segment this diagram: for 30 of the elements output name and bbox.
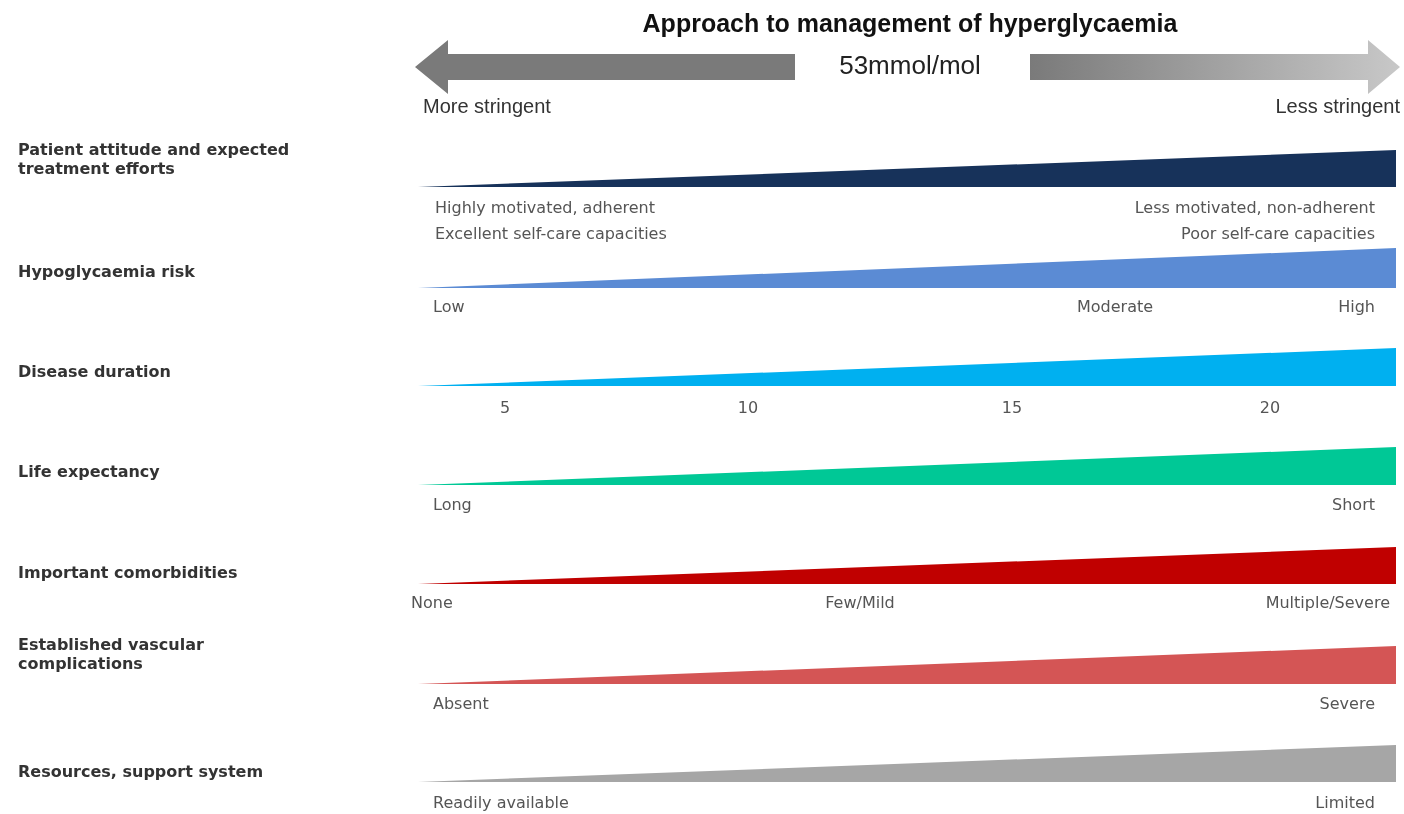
row-title: Disease duration <box>18 362 172 382</box>
scale-label: Highly motivated, adherent <box>435 198 655 218</box>
scale-label: Severe <box>1319 694 1375 714</box>
scale-label: Long <box>433 495 472 515</box>
scale-label: 10 <box>737 398 759 418</box>
row-title: Established vascular complications <box>18 635 205 674</box>
scale-label: Absent <box>433 694 489 714</box>
scale-label: Multiple/Severe <box>1265 593 1390 613</box>
row-title: Patient attitude and expected treatment efforts <box>18 140 291 179</box>
row-title: Resources, support system <box>18 762 265 782</box>
scale-label: Low <box>433 297 465 317</box>
scale-label: Limited <box>1315 793 1375 813</box>
scale-label: Readily available <box>433 793 569 813</box>
chart-title: Approach to management of hyperglycaemia <box>642 8 1178 38</box>
scale-label: Less motivated, non-adherent <box>1134 198 1375 218</box>
row-title: Hypoglycaemia risk <box>18 262 196 282</box>
scale-label: Excellent self-care capacities <box>435 224 667 244</box>
direction-label: Less stringent <box>1275 94 1400 118</box>
row-title: Important comorbidities <box>18 563 239 583</box>
scale-label: Few/Mild <box>825 593 895 613</box>
row-title: Life expectancy <box>18 462 161 482</box>
scale-label: Short <box>1332 495 1375 515</box>
scale-label: 15 <box>1001 398 1023 418</box>
scale-label: Moderate <box>1076 297 1154 317</box>
direction-label: More stringent <box>423 94 551 118</box>
scale-label: 5 <box>499 398 511 418</box>
scale-label: Poor self-care capacities <box>1181 224 1375 244</box>
scale-label: None <box>411 593 453 613</box>
scale-label: High <box>1338 297 1375 317</box>
scale-label: 20 <box>1259 398 1281 418</box>
